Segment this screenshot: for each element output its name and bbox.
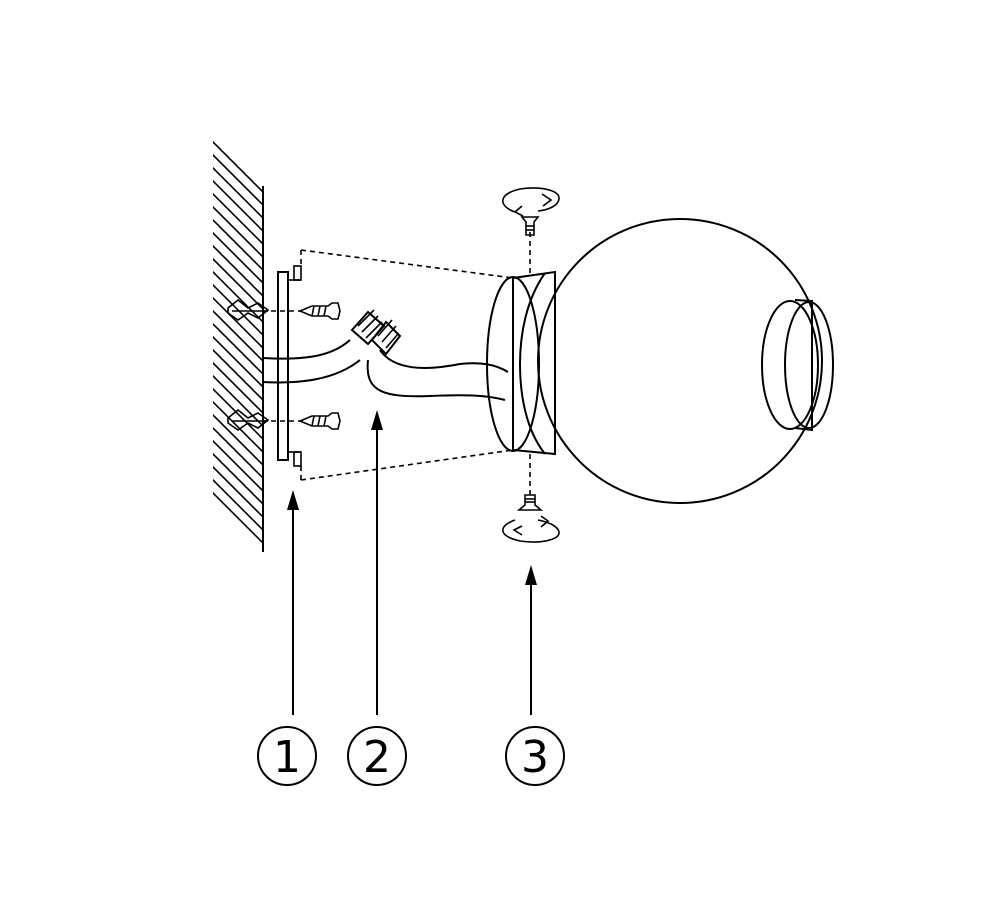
rotation-arrow-icon	[502, 515, 560, 543]
bottom-fixing-screw-icon	[516, 494, 544, 511]
hatch-line	[200, 597, 275, 672]
alignment-guides	[300, 232, 531, 498]
screw-icon	[262, 412, 341, 430]
callout-arrow-3	[525, 565, 537, 715]
hatch-line	[213, 544, 263, 552]
callout-1: 1	[257, 726, 317, 786]
callout-2: 2	[347, 726, 407, 786]
callout-arrow-1	[287, 490, 299, 715]
mounting-bracket-icon	[277, 265, 302, 467]
callout-3-number: 3	[521, 732, 549, 783]
hatch-line	[200, 571, 275, 646]
hatch-line	[200, 584, 275, 659]
lamp-base	[486, 270, 556, 456]
power-cable	[262, 339, 509, 401]
callout-2-number: 2	[363, 732, 391, 783]
callout-3: 3	[505, 726, 565, 786]
wall-hatch-icon	[200, 137, 275, 672]
wire-connector-icon	[370, 319, 402, 356]
hatch-line	[213, 137, 263, 166]
globe-lamp-icon	[537, 218, 834, 504]
wire-connector-icon	[350, 309, 386, 346]
screw-icon	[262, 302, 341, 320]
hatch-line	[200, 558, 275, 633]
callout-1-number: 1	[273, 732, 301, 783]
callout-arrow-2	[371, 410, 383, 715]
rotation-arrow-icon	[502, 187, 560, 217]
top-fixing-screw-icon	[520, 216, 540, 236]
